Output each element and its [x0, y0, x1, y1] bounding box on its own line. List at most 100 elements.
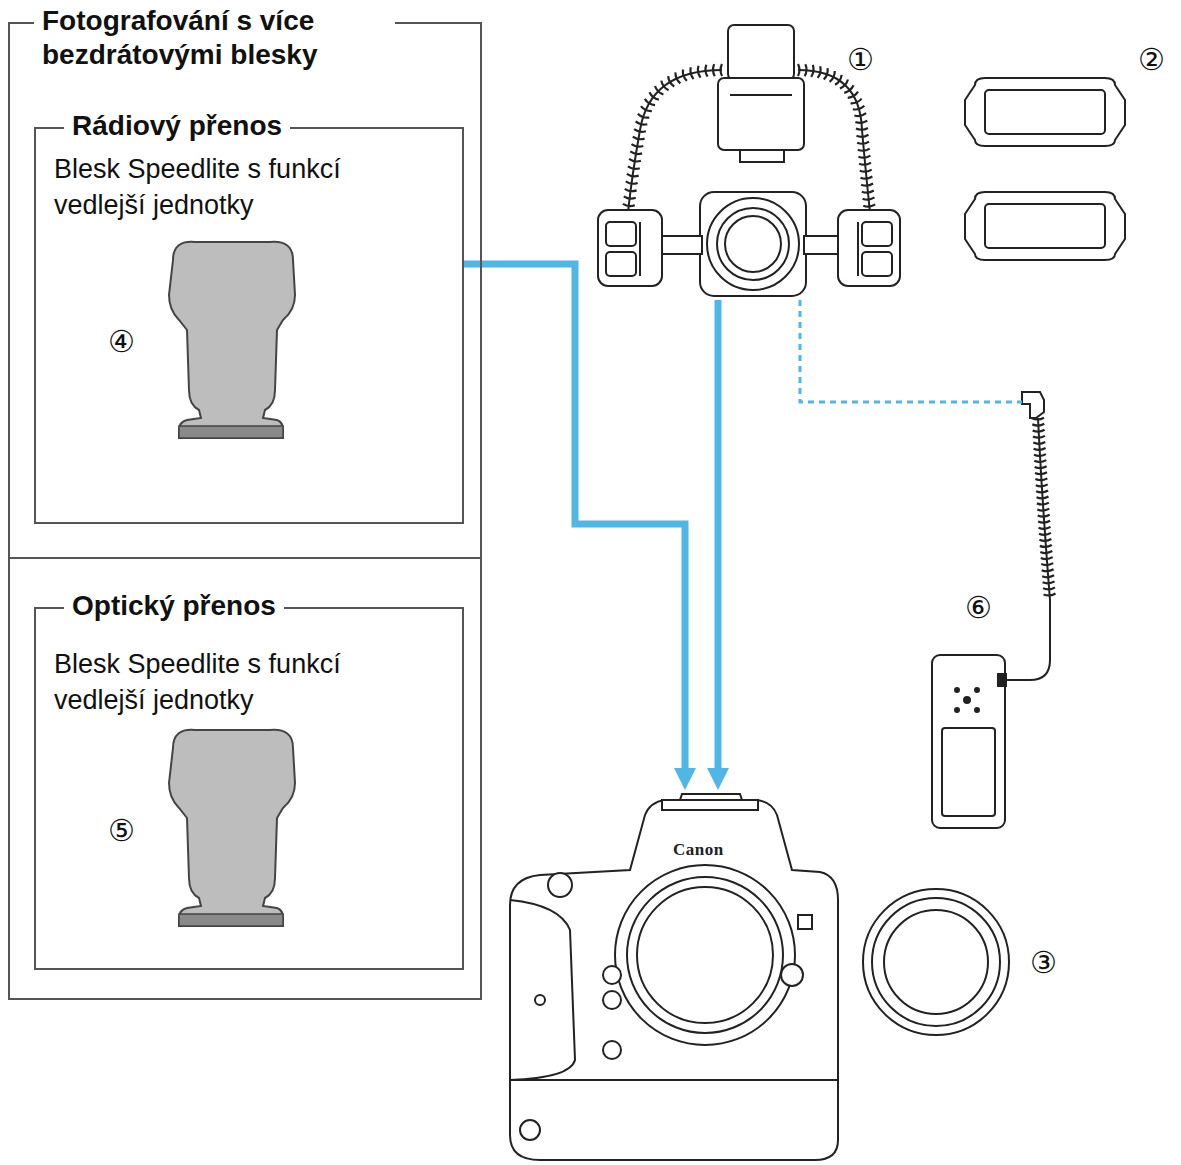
drawing-stroke [975, 688, 979, 692]
drawing-stroke [854, 113, 866, 116]
drawing-stroke [520, 1120, 540, 1140]
drawing-stroke [624, 196, 636, 198]
drawing-stroke [1043, 581, 1055, 583]
drawing-stroke [800, 300, 1022, 402]
drawing-stroke [863, 889, 1009, 1035]
drawing-stroke [858, 156, 870, 158]
drawing-stroke [1037, 503, 1049, 505]
drawing-stroke [1037, 497, 1049, 499]
drawing-stroke [725, 216, 781, 272]
drawing-stroke [535, 995, 545, 1005]
arrow-connector [464, 264, 696, 790]
drawing-stroke [1022, 392, 1044, 418]
drawing-stroke [1044, 593, 1056, 595]
drawing-stroke [179, 914, 283, 926]
arrow-connector [707, 300, 729, 790]
drawing-stroke [740, 150, 784, 162]
callout-number: ② [1138, 42, 1165, 78]
drawing-stroke [510, 794, 838, 1160]
drawing-stroke [965, 78, 1125, 146]
drawing-stroke [856, 135, 868, 137]
drawing-stroke [628, 70, 722, 212]
drawing-stroke [1040, 551, 1052, 553]
drawing-stroke [700, 192, 806, 296]
speedlite-illustration [169, 730, 295, 926]
drawing-stroke [861, 184, 873, 186]
drawing-stroke [629, 159, 641, 162]
drawing-stroke [707, 768, 729, 790]
drawing-stroke [634, 129, 646, 132]
drawing-stroke [603, 966, 621, 984]
drawing-stroke [625, 189, 637, 191]
drawing-stroke [718, 78, 804, 150]
drawing-stroke [855, 121, 867, 123]
drawing-stroke [715, 300, 722, 770]
drawing-stroke [1005, 600, 1050, 680]
holder-illustration [965, 78, 1125, 260]
drawing-stroke [510, 900, 575, 1080]
callout-number: ① [847, 42, 874, 78]
drawing-stroke [179, 426, 283, 438]
box-heading: Optický přenos [64, 589, 284, 623]
drawing-stroke [631, 144, 643, 147]
callout-number: ⑥ [965, 590, 992, 626]
drawing-stroke [641, 106, 652, 111]
drawing-stroke [857, 222, 859, 276]
drawing-stroke [649, 92, 658, 99]
drawing-stroke [548, 873, 572, 897]
macro-flash-node: ① [595, 20, 890, 300]
drawing-stroke [859, 163, 871, 165]
drawing-stroke [830, 71, 835, 82]
drawing-stroke [628, 166, 640, 169]
speedlite-illustration [169, 242, 295, 438]
brand-logo: Canon [673, 840, 724, 860]
drawing-stroke [857, 142, 869, 144]
drawing-stroke [798, 64, 800, 76]
drawing-stroke [1033, 442, 1045, 444]
drawing-stroke [1038, 515, 1050, 517]
group-frame: Fotografování s více bezdrátovými blesky… [8, 22, 482, 1000]
cord-illustration [932, 392, 1056, 828]
drawing-stroke [690, 67, 693, 79]
drawing-stroke [1042, 569, 1054, 571]
group-heading: Fotografování s více bezdrátovými blesky [34, 4, 395, 72]
drawing-stroke [1033, 436, 1045, 438]
drawing-stroke [662, 800, 758, 810]
callout-number: ③ [1030, 945, 1057, 981]
drawing-stroke [1039, 533, 1051, 535]
drawing-stroke [998, 674, 1006, 686]
drawing-stroke [1037, 509, 1049, 511]
drawing-stroke [1034, 454, 1046, 456]
drawing-stroke [942, 728, 995, 816]
drawing-stroke [1039, 539, 1051, 541]
drawing-stroke [623, 204, 635, 206]
drawing-stroke [856, 128, 868, 130]
drawing-stroke [603, 991, 621, 1009]
drawing-stroke [1040, 545, 1052, 547]
drawing-stroke [627, 877, 783, 1033]
divider-line [8, 557, 482, 559]
drawing-stroke [1043, 587, 1055, 589]
drawing-stroke [1035, 478, 1047, 480]
drawing-stroke [626, 181, 638, 183]
drawing-stroke [860, 170, 872, 172]
drawing-stroke [975, 708, 979, 712]
drawing-stroke [1035, 472, 1047, 474]
box-body-text: Blesk Speedlite s funkcí vedlejší jednot… [54, 646, 404, 718]
drawing-stroke [630, 151, 642, 154]
box-body-text: Blesk Speedlite s funkcí vedlejší jednot… [54, 151, 404, 223]
drawing-stroke [510, 1079, 838, 1081]
drawing-stroke [606, 252, 636, 276]
drawing-stroke [840, 80, 848, 89]
drawing-stroke [1042, 575, 1054, 577]
drawing-stroke [730, 94, 792, 96]
drawing-stroke [169, 730, 295, 926]
drawing-stroke [862, 190, 874, 192]
drawing-stroke [955, 708, 959, 712]
drawing-stroke [1034, 448, 1046, 450]
drawing-stroke [860, 177, 872, 179]
drawing-stroke [804, 236, 840, 254]
drawing-stroke [985, 90, 1105, 134]
drawing-stroke [464, 264, 685, 770]
